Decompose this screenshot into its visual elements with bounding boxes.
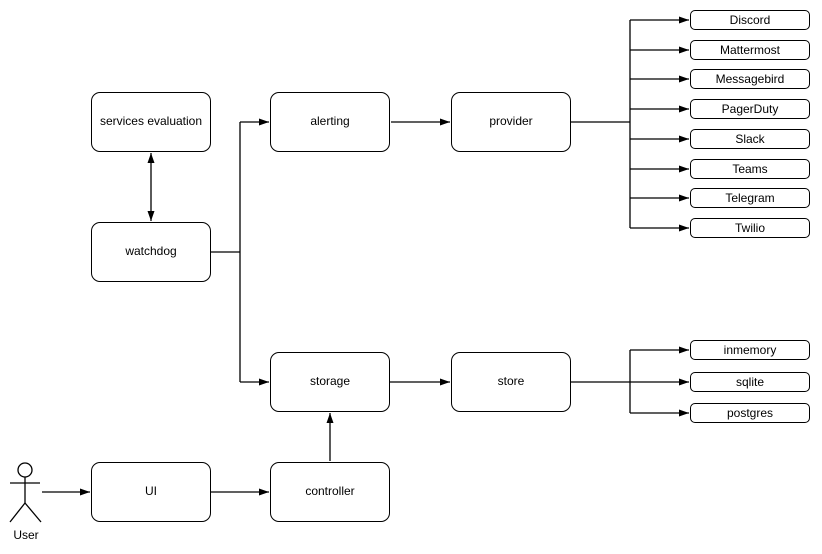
node-services-evaluation[interactable]: services evaluation xyxy=(91,92,211,152)
node-ui-label: UI xyxy=(145,484,157,499)
leaf-provider-twilio-label: Twilio xyxy=(734,221,765,235)
node-store-label: store xyxy=(497,374,525,389)
node-alerting[interactable]: alerting xyxy=(270,92,390,152)
node-controller-label: controller xyxy=(305,484,355,499)
node-provider-label: provider xyxy=(489,114,533,129)
leaf-provider-telegram-label: Telegram xyxy=(725,191,775,205)
user-actor-icon[interactable] xyxy=(9,462,42,523)
leaf-store-sqlite-label: sqlite xyxy=(735,375,764,389)
leaf-provider-twilio[interactable]: Twilio xyxy=(690,218,810,238)
node-provider[interactable]: provider xyxy=(451,92,571,152)
node-watchdog[interactable]: watchdog xyxy=(91,222,211,282)
edge-store-fanout xyxy=(571,346,689,417)
leaf-store-inmemory-label: inmemory xyxy=(723,343,777,357)
leaf-provider-messagebird[interactable]: Messagebird xyxy=(690,69,810,89)
node-controller[interactable]: controller xyxy=(270,462,390,522)
leaf-provider-discord-label: Discord xyxy=(729,13,771,27)
leaf-store-sqlite[interactable]: sqlite xyxy=(690,372,810,392)
leaf-provider-pagerduty[interactable]: PagerDuty xyxy=(690,99,810,119)
node-watchdog-label: watchdog xyxy=(125,244,177,259)
node-storage[interactable]: storage xyxy=(270,352,390,412)
leaf-store-postgres-label: postgres xyxy=(726,406,774,420)
edge-provider-fanout xyxy=(571,16,689,232)
leaf-provider-messagebird-label: Messagebird xyxy=(715,72,785,86)
leaf-store-postgres[interactable]: postgres xyxy=(690,403,810,423)
node-storage-label: storage xyxy=(309,374,351,389)
node-services-evaluation-label: services evaluation xyxy=(99,114,203,129)
node-store[interactable]: store xyxy=(451,352,571,412)
leaf-provider-slack[interactable]: Slack xyxy=(690,129,810,149)
edge-watchdog-branch xyxy=(211,122,241,382)
leaf-provider-teams-label: Teams xyxy=(732,162,768,176)
user-actor-label: User xyxy=(13,528,39,542)
leaf-provider-telegram[interactable]: Telegram xyxy=(690,188,810,208)
leaf-provider-slack-label: Slack xyxy=(735,132,765,146)
node-ui[interactable]: UI xyxy=(91,462,211,522)
leaf-provider-teams[interactable]: Teams xyxy=(690,159,810,179)
node-alerting-label: alerting xyxy=(310,114,350,129)
leaf-store-inmemory[interactable]: inmemory xyxy=(690,340,810,360)
leaf-provider-discord[interactable]: Discord xyxy=(690,10,810,30)
leaf-provider-mattermost[interactable]: Mattermost xyxy=(690,40,810,60)
leaf-provider-pagerduty-label: PagerDuty xyxy=(721,102,779,116)
leaf-provider-mattermost-label: Mattermost xyxy=(719,43,780,57)
